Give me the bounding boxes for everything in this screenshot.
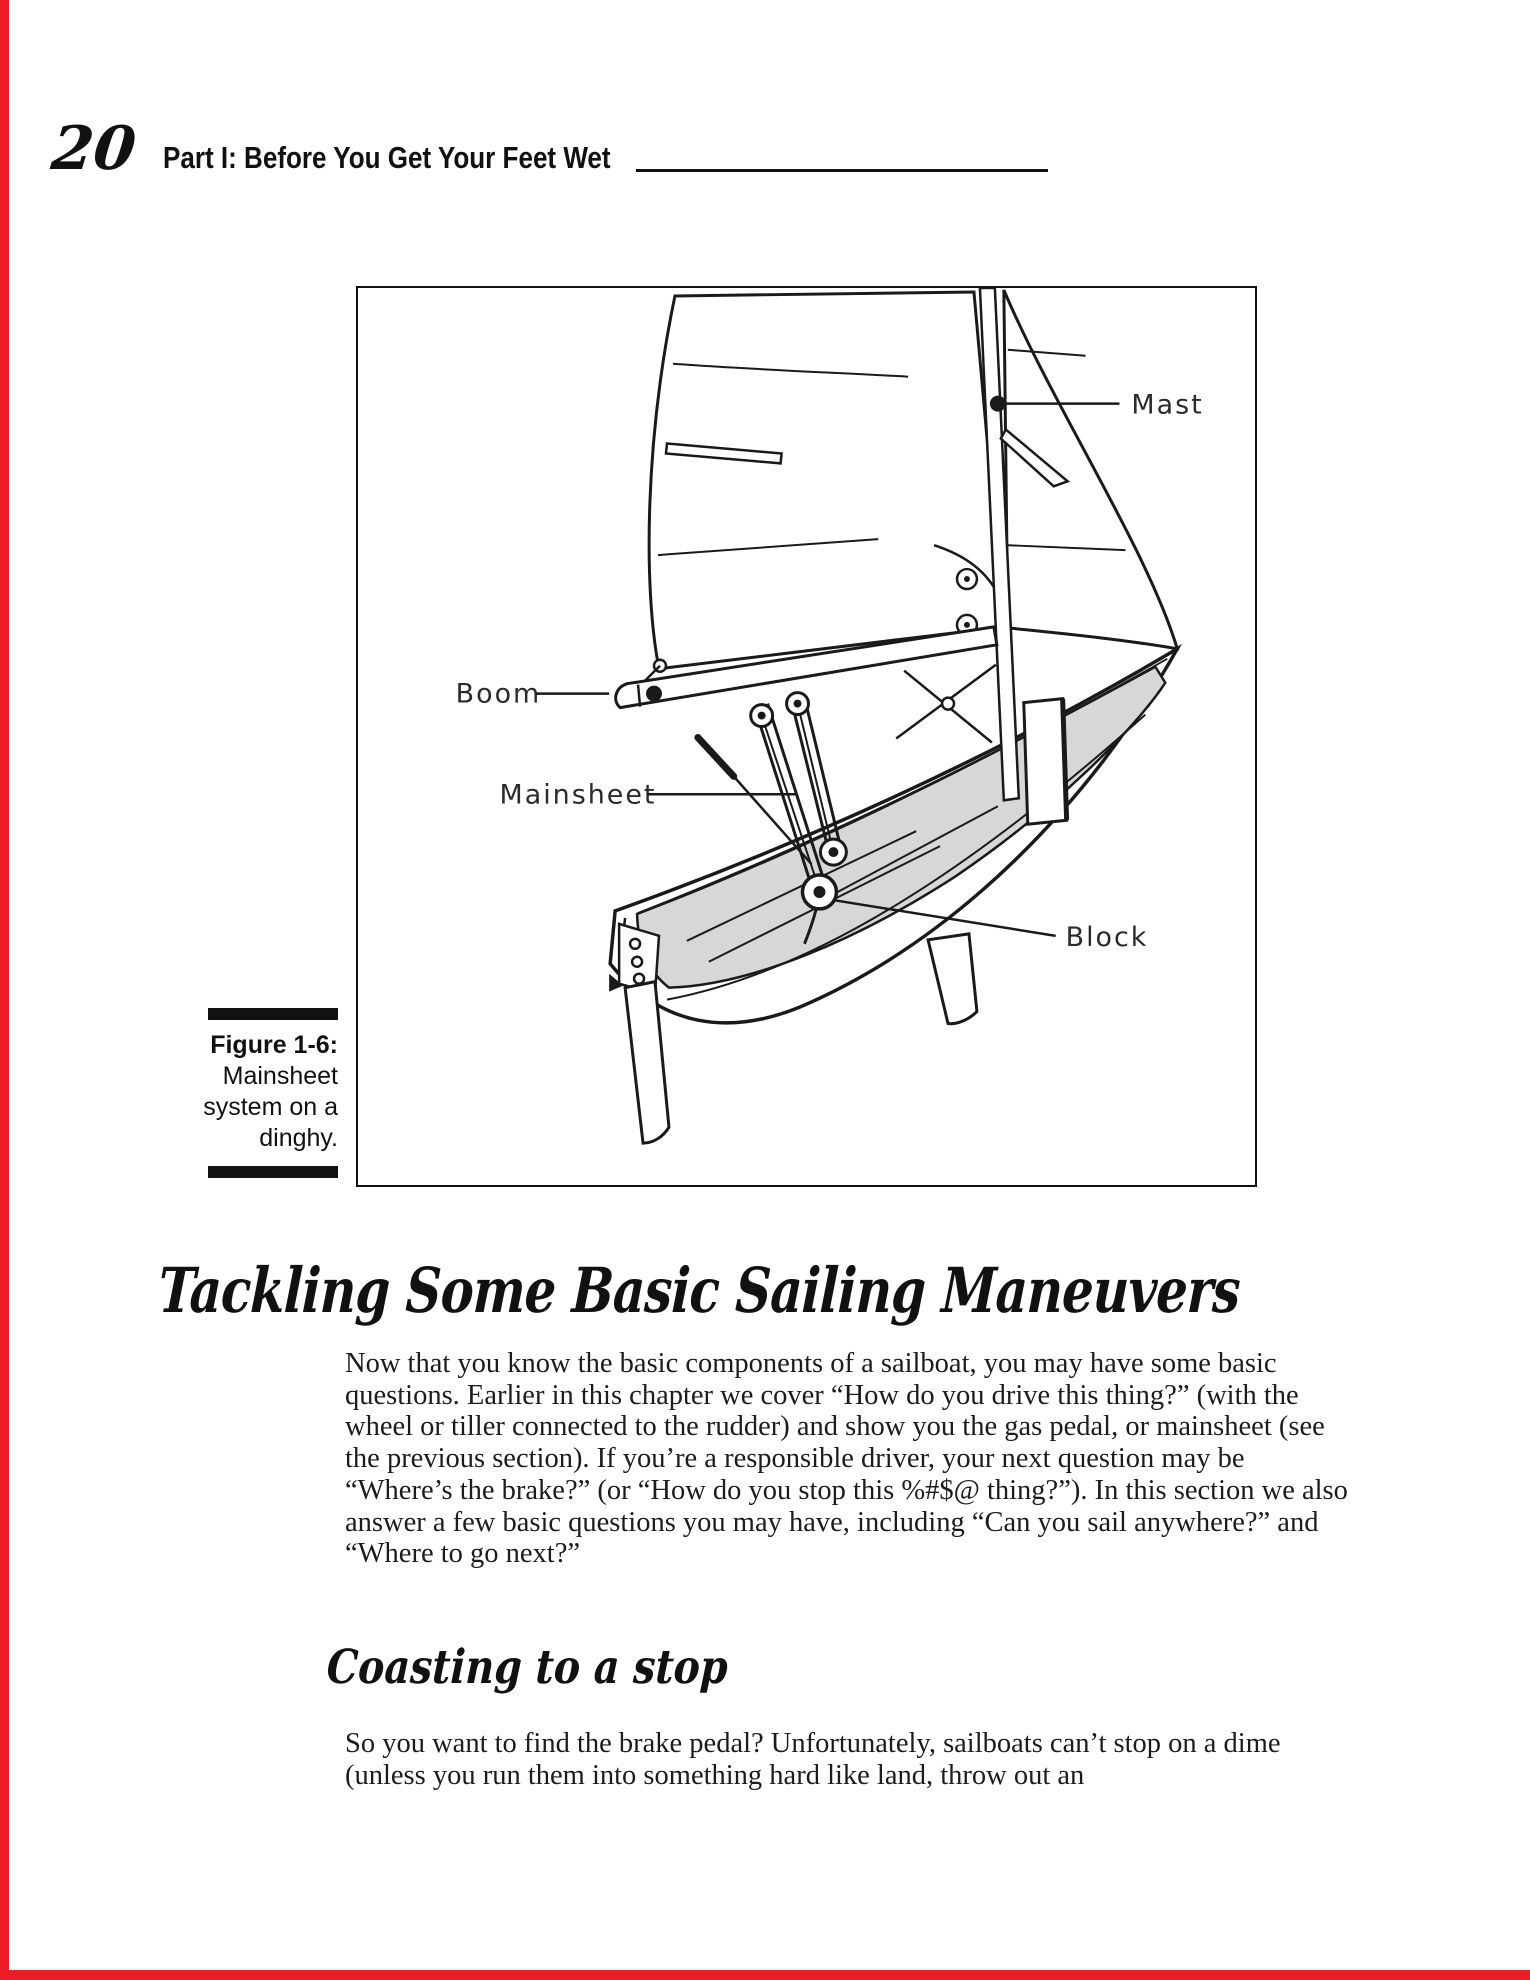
rudder-blade <box>623 979 671 1145</box>
boom-bar <box>614 625 999 710</box>
tackle-strap-2b <box>802 693 841 843</box>
floor-slat <box>825 805 999 899</box>
block-top-1-sheave <box>757 711 766 720</box>
boom-end-tick <box>636 684 642 707</box>
centerboard-fin <box>926 932 979 1026</box>
mainsheet-fall-2 <box>796 703 835 853</box>
sail-grommet-lower-dot <box>963 621 970 628</box>
subsection-heading: Coasting to a stop <box>325 1640 729 1695</box>
block-label: Block <box>1066 922 1149 953</box>
figure-dinghy-diagram: Mast Boom Mainsheet Block <box>356 286 1257 1187</box>
caption-line: dinghy. <box>259 1124 338 1152</box>
running-header-rule <box>635 169 1048 172</box>
mainsail-seam-upper <box>672 362 909 378</box>
seat-line-1 <box>686 830 917 942</box>
running-header: Part I: Before You Get Your Feet Wet <box>163 140 1048 176</box>
caption-line: system on a <box>203 1093 338 1121</box>
tackle-strap-1a <box>753 707 814 890</box>
running-header-title: Part I: Before You Get Your Feet Wet <box>163 140 611 175</box>
caption-bottom-bar <box>208 1166 338 1178</box>
daggerboard-trunk-edge <box>1060 698 1070 821</box>
jib-sail <box>1002 289 1180 651</box>
block-bottom-sheave <box>813 886 826 898</box>
boom-label-dot <box>646 685 662 702</box>
bridle-ring <box>940 696 956 711</box>
mainsheet-rope <box>732 775 813 865</box>
section-heading: Tackling Some Basic Sailing Maneuvers <box>156 1254 1242 1327</box>
page-edge-red-bottom <box>0 1970 1530 1980</box>
pintle-bolt-2 <box>630 955 644 968</box>
mainsheet-label: Mainsheet <box>500 779 657 810</box>
gunwale-inner-line <box>637 657 1168 914</box>
caption-figure-number: Figure 1-6: <box>210 1031 338 1059</box>
boom-label: Boom <box>456 679 542 710</box>
dinghy-illustration: Mast Boom Mainsheet Block <box>456 288 1203 1145</box>
mast-bar <box>978 288 1021 802</box>
figure-caption: Figure 1-6: Mainsheet system on a dinghy… <box>163 1008 338 1178</box>
mainsail-seam-lower <box>657 538 879 557</box>
rudder-gudgeon-wedge <box>609 973 624 992</box>
subsection-paragraph: So you want to find the brake pedal? Unf… <box>345 1728 1281 1791</box>
mast-pennant <box>999 427 1071 488</box>
block-mid-sheave <box>828 847 839 858</box>
caption-text: Figure 1-6: Mainsheet system on a dinghy… <box>163 1020 338 1166</box>
block-top-2-sheave <box>793 699 802 708</box>
block-leader-line <box>832 898 1056 938</box>
page-number: 20 <box>48 114 140 184</box>
jib-seam-lower <box>1005 544 1126 552</box>
page-edge-red-left <box>0 0 9 1980</box>
tackle-strap-2a <box>789 697 829 847</box>
mainsail <box>647 290 1006 671</box>
caption-line: Mainsheet <box>222 1062 338 1090</box>
block-bottom-shackle <box>803 907 818 945</box>
mast-label: Mast <box>1131 390 1203 421</box>
batten-pocket <box>664 442 783 465</box>
daggerboard-trunk <box>1022 696 1069 826</box>
sail-grommet-upper-dot <box>963 576 970 583</box>
jib-seam-upper <box>1007 348 1086 357</box>
section-paragraph: Now that you know the basic components o… <box>345 1348 1348 1570</box>
hull-chine-line <box>666 713 1147 1001</box>
mainsheet-rope-end <box>694 734 738 780</box>
caption-top-bar <box>208 1008 338 1020</box>
pintle-bolt-1 <box>628 937 642 951</box>
pintle-bolt-3 <box>632 972 646 985</box>
